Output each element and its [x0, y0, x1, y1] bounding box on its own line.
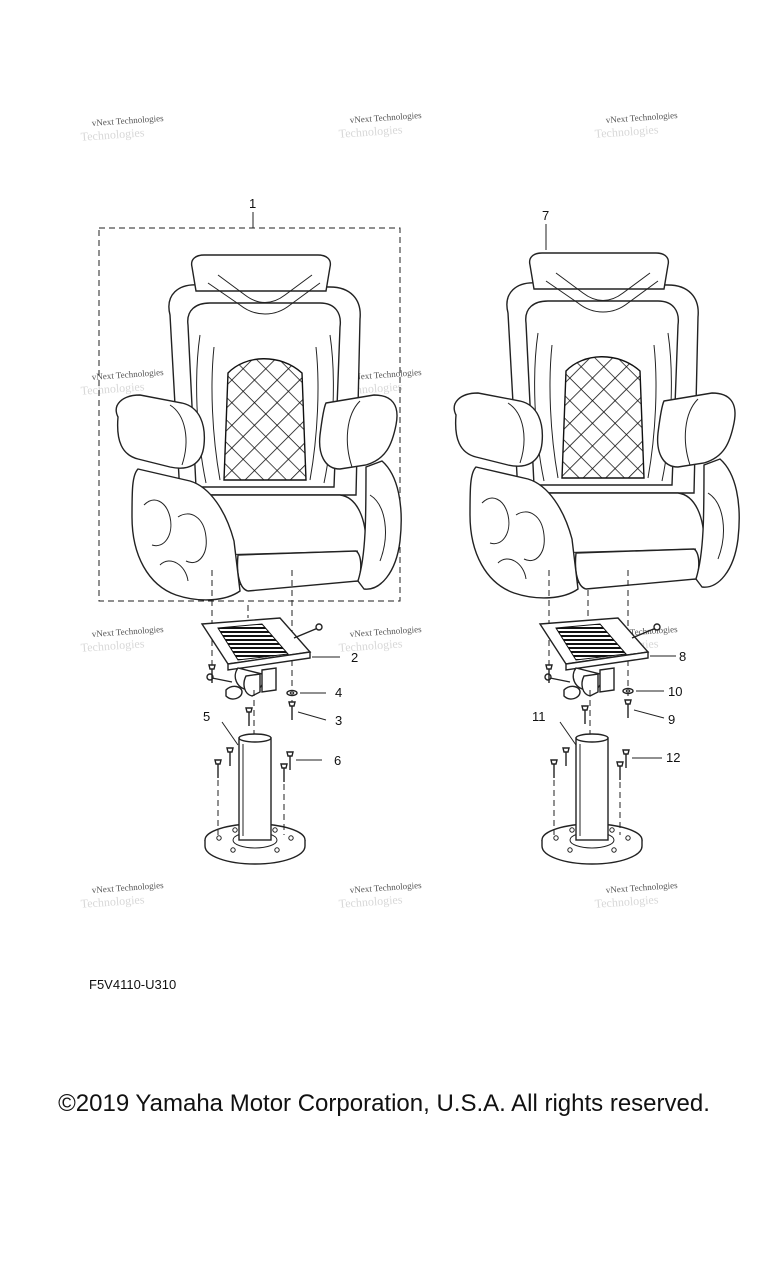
callout-7: 7: [542, 208, 549, 223]
screw-6: [280, 763, 288, 783]
screw-12: [550, 759, 558, 779]
callout-9: 9: [668, 712, 675, 727]
screw: [581, 705, 589, 725]
screw-6: [226, 747, 234, 767]
copyright-notice: ©2019 Yamaha Motor Corporation, U.S.A. A…: [58, 1090, 710, 1117]
svg-text:Technologies: Technologies: [80, 125, 145, 143]
screw-12: [562, 747, 570, 767]
callout-8: 8: [679, 649, 686, 664]
callout-2: 2: [351, 650, 358, 665]
callout-5: 5: [203, 709, 210, 724]
svg-text:Technologies: Technologies: [338, 122, 403, 140]
screw-3: [288, 701, 296, 721]
callout-11: 11: [532, 709, 546, 724]
callout-10: 10: [668, 684, 682, 699]
screw-12: [622, 749, 630, 769]
seat-7: [453, 252, 740, 599]
screw-6: [286, 751, 294, 771]
svg-text:Technologies: Technologies: [338, 636, 403, 654]
callout-4: 4: [335, 685, 342, 700]
callout-1: 1: [249, 196, 256, 211]
svg-text:Technologies: Technologies: [594, 892, 659, 910]
screw-6: [214, 759, 222, 779]
left-seat-assembly: [98, 212, 402, 865]
callouts: 1 2 3 4 5 6 7 8 9 10 11 12: [203, 196, 686, 768]
svg-text:Technologies: Technologies: [594, 122, 659, 140]
svg-text:Technologies: Technologies: [80, 636, 145, 654]
callout-6: 6: [334, 753, 341, 768]
seat-1: [115, 254, 402, 601]
svg-text:Technologies: Technologies: [338, 892, 403, 910]
swivel-mount-2: [201, 617, 323, 700]
screw-12: [616, 761, 624, 781]
callout-3: 3: [335, 713, 342, 728]
washer-4: [286, 689, 298, 697]
svg-text:Technologies: Technologies: [80, 892, 145, 910]
washer-10: [622, 687, 634, 695]
diagram-code: F5V4110-U310: [89, 977, 177, 992]
assembly-boundary: [98, 227, 401, 602]
screw-9: [624, 699, 632, 719]
callout-12: 12: [666, 750, 680, 765]
right-seat-assembly: [453, 224, 740, 865]
svg-text:Technologies: Technologies: [80, 379, 145, 397]
screw: [245, 707, 253, 727]
